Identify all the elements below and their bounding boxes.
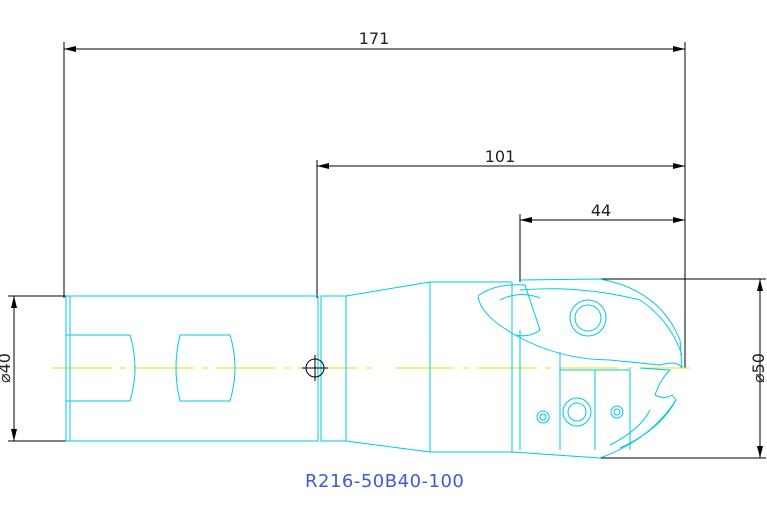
dimension-lines — [8, 42, 766, 459]
dim-171: 171 — [359, 29, 390, 48]
dim-diameter-50: ⌀50 — [749, 353, 767, 383]
dim-44: 44 — [591, 201, 611, 220]
part-number-label: R216-50B40-100 — [305, 471, 465, 492]
dim-101: 101 — [485, 147, 516, 166]
center-mark — [302, 355, 328, 381]
dim-diameter-40: ⌀40 — [0, 353, 14, 383]
